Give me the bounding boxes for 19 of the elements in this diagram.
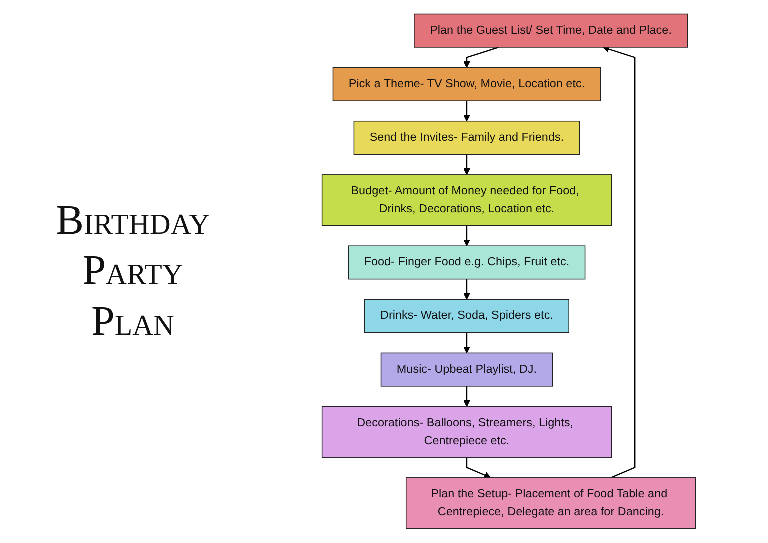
arrow: [464, 46, 500, 68]
arrow: [464, 226, 470, 246]
process-box: Plan the Guest List/ Set Time, Date and Place.: [414, 14, 688, 48]
arrow: [464, 332, 470, 354]
process-box: Music- Upbeat Playlist, DJ.: [380, 352, 554, 387]
arrow: [464, 154, 470, 176]
diagram-title: Birthday Party Plan: [56, 196, 210, 347]
process-box: Plan the Setup- Placement of Food Table and Centrepiece, Delegate an area for Dancing.: [406, 478, 696, 530]
arrow: [464, 279, 470, 300]
arrow: [464, 101, 470, 122]
process-box: Drinks- Water, Soda, Spiders etc.: [364, 299, 570, 334]
arrow: [602, 46, 636, 478]
process-box: Decorations- Balloons, Streamers, Lights, Centrepiece etc.: [322, 406, 612, 458]
arrow: [466, 458, 492, 479]
process-box: Food- Finger Food e.g. Chips, Fruit etc.: [348, 246, 586, 280]
process-box: Send the Invites- Family and Friends.: [354, 120, 580, 155]
process-box: Pick a Theme- TV Show, Movie, Location etc.: [332, 67, 602, 102]
process-box: Budget- Amount of Money needed for Food, Drinks, Decorations, Location etc.: [322, 174, 612, 226]
arrow: [464, 386, 470, 408]
